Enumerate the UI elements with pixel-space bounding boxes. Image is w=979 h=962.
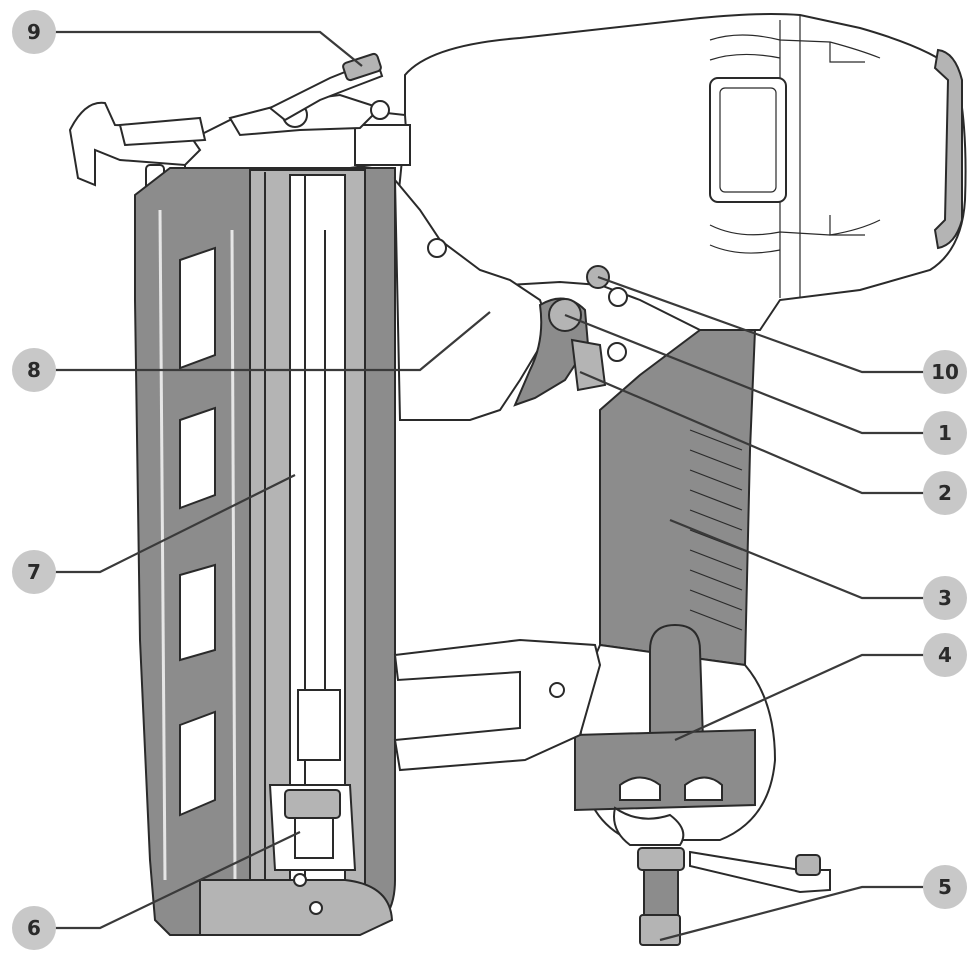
callout-label-4: 4: [938, 643, 952, 667]
leader-line-9: [55, 30, 363, 67]
callout-3: 3: [923, 576, 967, 620]
leader-line-8: [55, 311, 491, 372]
rear-cap: [933, 48, 963, 250]
callout-label-6: 6: [27, 916, 41, 940]
air-fitting: [613, 806, 685, 846]
callout-7: 7: [12, 550, 56, 594]
leader-lines: [55, 30, 924, 942]
nailer-illustration: [68, 13, 967, 946]
leader-line-3: [669, 518, 924, 600]
callout-6: 6: [12, 906, 56, 950]
rear-window: [709, 77, 787, 203]
callout-label-3: 3: [938, 586, 952, 610]
leader-line-10: [597, 275, 924, 374]
leader-line-6: [55, 831, 301, 930]
callout-5: 5: [923, 865, 967, 909]
callout-8: 8: [12, 348, 56, 392]
callouts: 9 8 7 6 10 1 2 3: [12, 10, 967, 950]
callout-label-9: 9: [27, 20, 41, 44]
leader-line-4: [674, 653, 924, 742]
callout-4: 4: [923, 633, 967, 677]
callout-9: 9: [12, 10, 56, 54]
callout-1: 1: [923, 411, 967, 455]
callout-label-5: 5: [938, 875, 952, 899]
callout-2: 2: [923, 471, 967, 515]
belt-hook-clamp: [574, 728, 756, 812]
callout-10: 10: [923, 350, 967, 394]
depth-adjust-wheel: [342, 52, 382, 82]
leader-line-2: [579, 370, 924, 495]
callout-label-7: 7: [27, 560, 41, 584]
leader-line-1: [564, 313, 924, 435]
callout-label-8: 8: [27, 358, 41, 382]
callout-label-1: 1: [938, 421, 952, 445]
trigger-lock: [570, 338, 607, 392]
callout-label-2: 2: [938, 481, 952, 505]
leader-line-7: [55, 474, 296, 574]
magazine-bracket: [393, 638, 602, 772]
leader-line-5: [659, 885, 924, 942]
callout-label-10: 10: [931, 360, 959, 384]
